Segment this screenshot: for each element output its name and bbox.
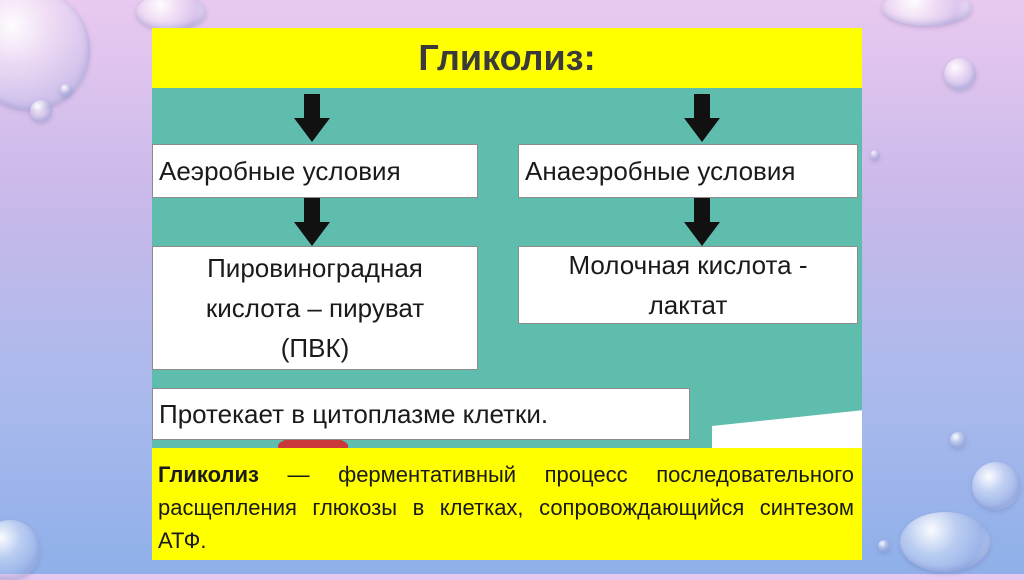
arrow-down-icon (684, 94, 720, 142)
arrow-down-icon (294, 94, 330, 142)
definition-term: Гликолиз (158, 462, 259, 487)
location-box: Протекает в цитоплазме клетки. (152, 388, 690, 440)
lactate-box: Молочная кислота - лактат (518, 246, 858, 324)
aerobic-conditions-label: Аеэробные условия (159, 155, 401, 186)
water-drop (0, 0, 90, 110)
water-drop (30, 100, 52, 122)
water-drop (950, 432, 966, 448)
diagram-title: Гликолиз: (152, 28, 862, 88)
lactate-line-1: Молочная кислота - (568, 250, 808, 280)
water-drop (944, 58, 976, 90)
water-drop (882, 0, 972, 26)
glycolysis-diagram: Гликолиз: Аеэробные условия Анаеэробные … (152, 28, 862, 560)
lactate-line-2: лактат (648, 290, 728, 320)
water-drop (0, 520, 40, 580)
location-label: Протекает в цитоплазме клетки. (159, 398, 549, 429)
aerobic-conditions-box: Аеэробные условия (152, 144, 478, 198)
definition-body: — ферментативный процесс последовательно… (158, 462, 854, 553)
pyruvate-line-3: (ПВК) (280, 333, 350, 363)
definition-text: Гликолиз — ферментативный процесс послед… (152, 448, 862, 560)
water-drop (136, 0, 206, 30)
water-drop (870, 150, 880, 160)
water-drop (972, 462, 1020, 510)
water-drop (878, 540, 890, 552)
pyruvate-line-2: кислота – пируват (205, 293, 425, 323)
water-drop (60, 84, 72, 96)
water-drop (900, 512, 990, 572)
pyruvate-line-1: Пировиноградная (207, 253, 423, 283)
arrow-down-icon (684, 198, 720, 246)
arrow-down-icon (294, 198, 330, 246)
anaerobic-conditions-box: Анаеэробные условия (518, 144, 858, 198)
pyruvate-box: Пировиноградная кислота – пируват (ПВК) (152, 246, 478, 370)
anaerobic-conditions-label: Анаеэробные условия (525, 155, 796, 186)
